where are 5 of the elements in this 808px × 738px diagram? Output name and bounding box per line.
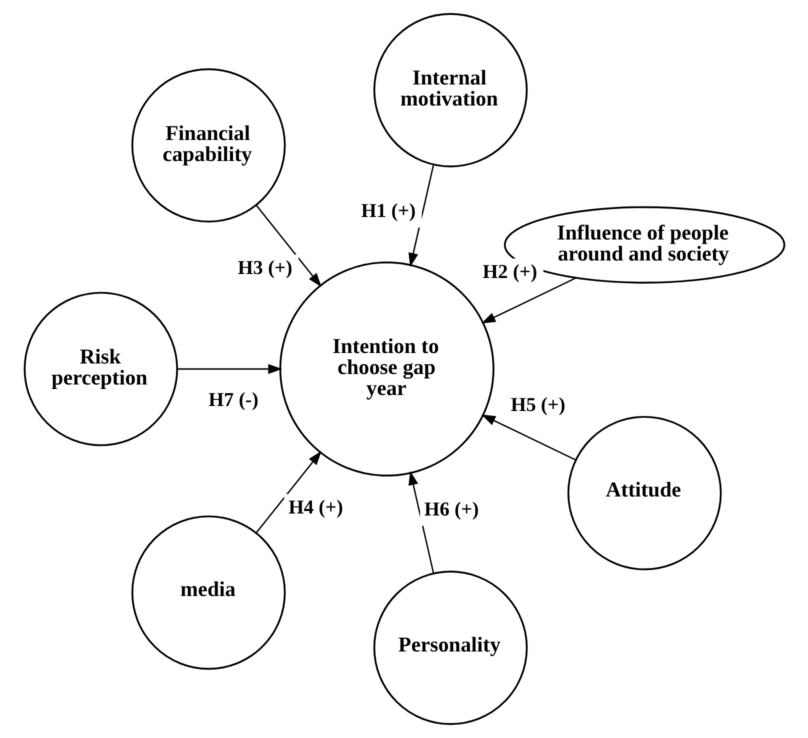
edge-label: H6 (+) [424, 498, 478, 520]
edge-label: H4 (+) [288, 496, 343, 519]
edge-label: H5 (+) [510, 394, 565, 416]
edge-label: H1 (+) [360, 200, 416, 222]
edge-label: H7 (-) [208, 388, 258, 411]
